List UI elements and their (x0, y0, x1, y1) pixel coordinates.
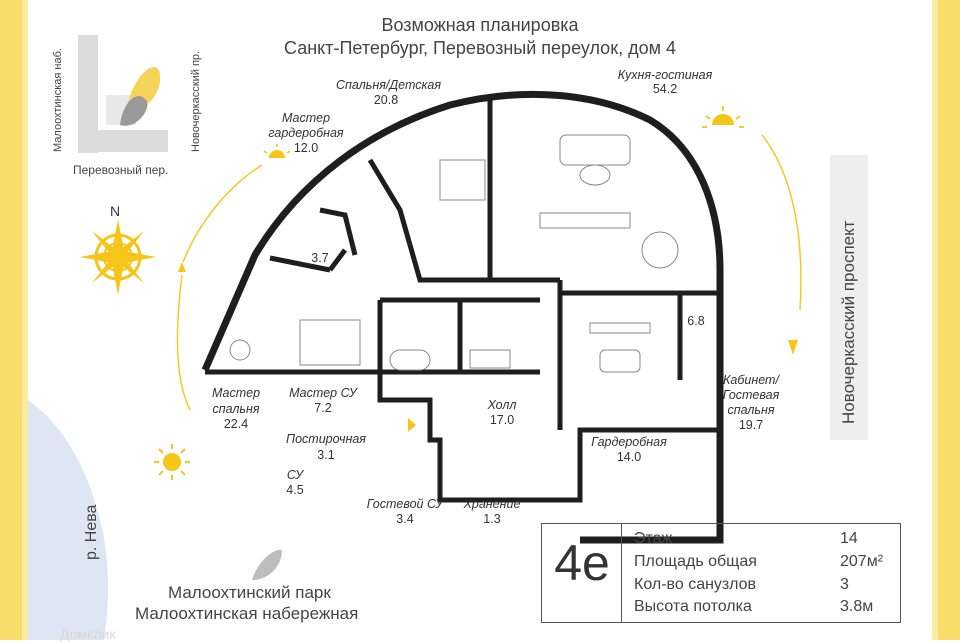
room-hall-label: Холл (487, 398, 517, 412)
room-study-label2: Гостевая (722, 388, 780, 402)
info-key: Площадь общая (634, 553, 757, 570)
compass-north-label: N (110, 203, 121, 219)
room-master-wardrobe-area: 12.0 (293, 141, 319, 155)
locator-map (78, 35, 168, 153)
room-bedroom-kids-area: 20.8 (373, 93, 399, 107)
room-master-bedroom-area: 22.4 (223, 417, 249, 431)
info-value: 207м² (840, 553, 884, 570)
room-small-wardrobe-area: 3.7 (311, 251, 329, 265)
left-frame (0, 0, 28, 640)
street-left-label: Малоохтинская наб. (52, 48, 64, 152)
room-laundry-label: Постирочная (286, 432, 366, 446)
sun-path-left-top (182, 164, 263, 263)
info-key: Этаж (634, 530, 673, 547)
room-wardrobe-area: 14.0 (616, 450, 642, 464)
room-wardrobe-label: Гардеробная (591, 435, 667, 449)
sun-path-right (761, 134, 802, 311)
room-study-label3: спальня (727, 403, 775, 417)
apartment-badge: 4е (541, 523, 621, 623)
room-guest-wc-label: Гостевой СУ (366, 497, 444, 511)
apartment-info-table: Этаж 14 Площадь общая 207м² Кол-во сануз… (621, 523, 901, 623)
river-neva (28, 400, 109, 640)
sun-icon-west (154, 444, 190, 480)
info-value: 3 (840, 576, 849, 593)
room-wc-label: СУ (286, 468, 304, 482)
apartment-number: 4е (554, 535, 610, 591)
sun-arrow-right (788, 340, 798, 355)
room-storage-label: Хранение (463, 497, 521, 511)
room-kitchen-area: 54.2 (652, 82, 678, 96)
room-guest-wc-area: 3.4 (396, 512, 414, 526)
river-label: р. Нева (83, 504, 100, 560)
room-master-wardrobe-label2: гардеробная (268, 126, 344, 140)
plan-title: Возможная планировка (381, 15, 579, 35)
room-study-area: 19.7 (738, 418, 764, 432)
room-master-bedroom-label2: спальня (212, 402, 260, 416)
room-master-bath-label: Мастер СУ (289, 386, 357, 400)
room-master-bath-area: 7.2 (314, 401, 332, 415)
info-key: Высота потолка (634, 598, 752, 615)
sun-arrow-left (178, 262, 186, 272)
street-bottom-label: Перевозный пер. (73, 163, 169, 177)
prospect-label: Новочеркасский проспект (839, 220, 858, 424)
embankment-label: Малоохтинская набережная (135, 604, 359, 623)
room-storage-area: 1.3 (483, 512, 501, 526)
room-laundry-area: 3.1 (317, 448, 335, 462)
entrance-marker (408, 418, 416, 432)
prospect-band (830, 155, 868, 440)
compass-rose-icon (80, 219, 156, 295)
room-master-wardrobe-label1: Мастер (281, 111, 331, 125)
info-key: Кол-во санузлов (634, 576, 756, 593)
info-value: 14 (840, 530, 858, 547)
room-storage-small-area: 6.8 (687, 314, 705, 328)
room-hall-area: 17.0 (489, 413, 515, 427)
park-label: Малоохтинский парк (168, 583, 331, 602)
room-study-label1: Кабинет/ (723, 373, 779, 387)
leaf-icon (252, 549, 282, 580)
info-value: 3.8м (840, 598, 874, 615)
plan-address: Санкт-Петербург, Перевозный переулок, до… (284, 38, 676, 58)
room-kitchen-label: Кухня-гостиная (617, 68, 713, 82)
room-wc-area: 4.5 (286, 483, 304, 497)
sun-path-left (176, 274, 191, 411)
right-frame (932, 0, 960, 640)
street-right-label: Новочеркасский пр. (190, 50, 202, 152)
sun-icon-south (263, 144, 291, 158)
room-bedroom-kids-label: Спальня/Детская (336, 78, 442, 92)
room-master-bedroom-label1: Мастер (211, 386, 261, 400)
watermark: Домклик (60, 626, 116, 642)
window-strip (211, 101, 712, 530)
sun-icon-east (702, 106, 744, 128)
outer-wall (201, 90, 724, 544)
apartment-info-panel: 4е Этаж 14 Площадь общая 207м² Кол-во са… (541, 523, 901, 623)
